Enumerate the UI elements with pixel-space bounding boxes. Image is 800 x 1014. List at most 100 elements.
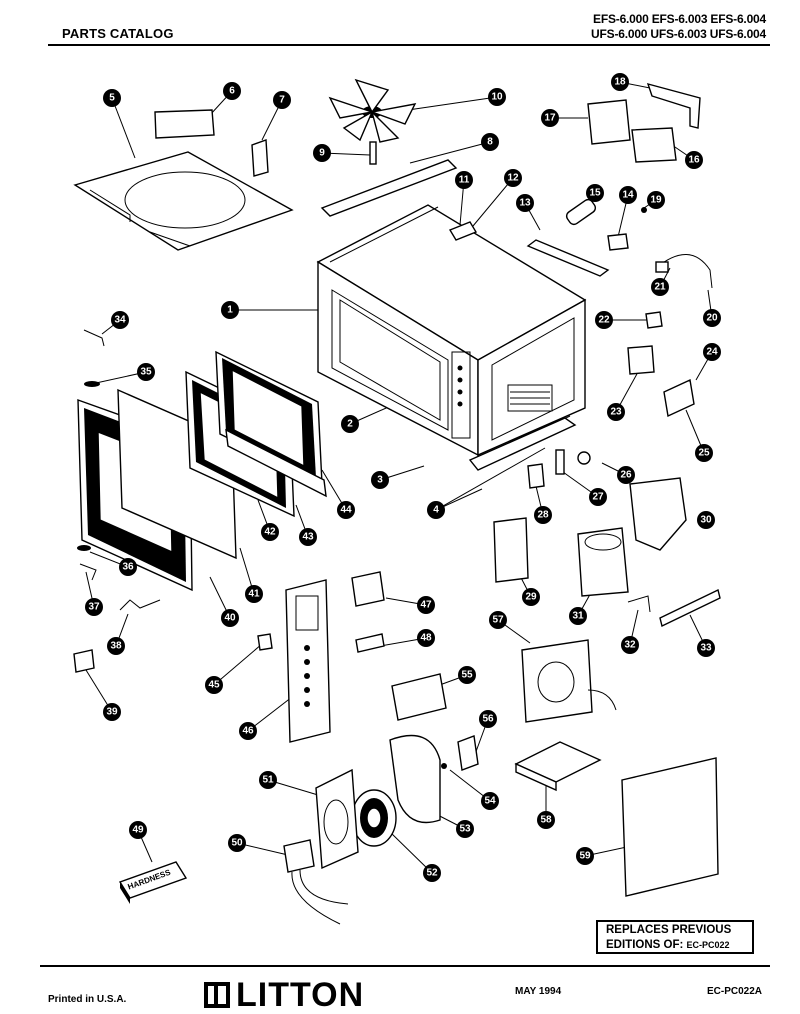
document-code: EC-PC022A [706, 986, 762, 997]
svg-text:33: 33 [700, 643, 712, 654]
part-10-fan-blade [328, 78, 417, 143]
callout-22: 22 [595, 311, 613, 329]
part-25-capacitor [663, 378, 695, 418]
svg-text:44: 44 [340, 505, 352, 516]
svg-text:53: 53 [459, 824, 471, 835]
svg-text:6: 6 [229, 86, 235, 97]
callout-20: 20 [703, 309, 721, 327]
part-49-water-filter: HARDNESS [118, 861, 188, 904]
callout-52: 52 [423, 864, 441, 882]
part-26-nut [577, 451, 591, 465]
callout-55: 55 [458, 666, 476, 684]
callout-1: 1 [221, 301, 239, 319]
svg-text:41: 41 [248, 589, 260, 600]
callout-44: 44 [337, 501, 355, 519]
callout-35: 35 [137, 363, 155, 381]
svg-text:8: 8 [487, 137, 493, 148]
part-38-hardware [119, 599, 161, 611]
svg-text:48: 48 [420, 633, 432, 644]
svg-text:29: 29 [525, 592, 537, 603]
svg-text:39: 39 [106, 707, 118, 718]
callout-11: 11 [455, 171, 473, 189]
svg-text:32: 32 [624, 640, 636, 651]
replaces-code: EC-PC022 [686, 940, 730, 950]
part-48-switch [355, 633, 385, 653]
svg-text:42: 42 [264, 527, 276, 538]
replaces-label: EDITIONS OF: [606, 939, 684, 951]
callout-40: 40 [221, 609, 239, 627]
catalog-title: PARTS CATALOG [62, 26, 174, 41]
svg-text:21: 21 [654, 282, 666, 293]
part-31-magnetron [577, 527, 629, 597]
svg-text:46: 46 [242, 726, 254, 737]
svg-text:24: 24 [706, 347, 718, 358]
svg-text:52: 52 [426, 868, 438, 879]
brand-logo: LITTON [204, 978, 364, 1012]
part-21-plug [655, 261, 669, 273]
callout-9: 9 [313, 144, 331, 162]
callout-34: 34 [111, 311, 129, 329]
svg-text:2: 2 [347, 419, 353, 430]
callout-31: 31 [569, 607, 587, 625]
svg-text:16: 16 [688, 155, 700, 166]
callout-23: 23 [607, 403, 625, 421]
callout-46: 46 [239, 722, 257, 740]
part-44-choke-seal [225, 428, 327, 498]
svg-text:51: 51 [262, 775, 274, 786]
part-56-bracket [457, 735, 479, 771]
callout-57: 57 [489, 611, 507, 629]
callout-54: 54 [481, 792, 499, 810]
svg-text:19: 19 [650, 195, 662, 206]
part-6-cover [154, 109, 215, 139]
callout-12: 12 [504, 169, 522, 187]
part-8-stirrer-bracket [320, 159, 458, 217]
svg-text:14: 14 [622, 190, 634, 201]
callout-10: 10 [488, 88, 506, 106]
svg-text:26: 26 [620, 470, 632, 481]
header-rule [48, 44, 770, 46]
callout-27: 27 [589, 488, 607, 506]
part-30-waveguide [629, 477, 687, 551]
part-13-rail [526, 239, 610, 277]
part-36-washer [77, 545, 91, 551]
part-5-top-plate [73, 151, 294, 251]
callout-50: 50 [228, 834, 246, 852]
callout-4: 4 [427, 501, 445, 519]
svg-text:3: 3 [377, 475, 383, 486]
callout-7: 7 [273, 91, 291, 109]
svg-text:45: 45 [208, 680, 220, 691]
callout-18: 18 [611, 73, 629, 91]
part-9-shaft [369, 141, 377, 165]
svg-text:30: 30 [700, 515, 712, 526]
part-15-thermostat [565, 198, 597, 226]
svg-text:50: 50 [231, 838, 243, 849]
svg-text:36: 36 [122, 562, 134, 573]
part-23-relay [627, 345, 655, 375]
svg-text:35: 35 [140, 367, 152, 378]
callout-17: 17 [541, 109, 559, 127]
callout-37: 37 [85, 598, 103, 616]
callout-56: 56 [479, 710, 497, 728]
part-32-thermal-cutout [627, 595, 651, 613]
svg-text:56: 56 [482, 714, 494, 725]
svg-text:12: 12 [507, 173, 519, 184]
part-55-cover [391, 673, 447, 721]
svg-text:20: 20 [706, 313, 718, 324]
callout-2: 2 [341, 415, 359, 433]
callout-58: 58 [537, 811, 555, 829]
svg-text:58: 58 [540, 815, 552, 826]
callout-41: 41 [245, 585, 263, 603]
callout-38: 38 [107, 637, 125, 655]
replaces-line-1: REPLACES PREVIOUS [606, 924, 732, 936]
svg-text:28: 28 [537, 510, 549, 521]
callout-39: 39 [103, 703, 121, 721]
part-22-fuse-holder [645, 311, 663, 329]
callout-47: 47 [417, 596, 435, 614]
callout-59: 59 [576, 847, 594, 865]
callout-5: 5 [103, 89, 121, 107]
callout-8: 8 [481, 133, 499, 151]
callout-13: 13 [516, 194, 534, 212]
callout-42: 42 [261, 523, 279, 541]
model-numbers-line-1: EFS-6.000 EFS-6.003 EFS-6.004 [593, 12, 766, 26]
callout-45: 45 [205, 676, 223, 694]
